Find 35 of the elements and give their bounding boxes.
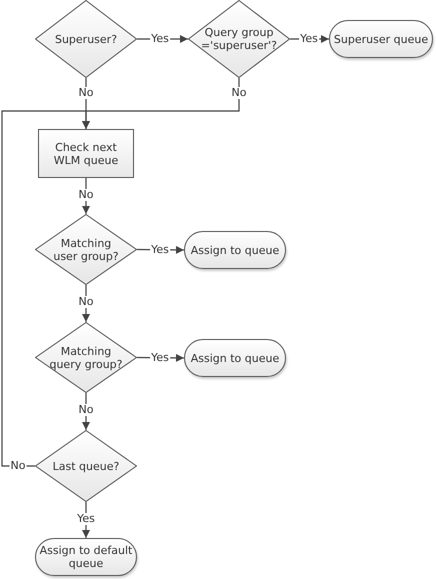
- node-label: Last queue?: [52, 460, 120, 472]
- node-label: Matching query group?: [48, 344, 124, 370]
- edge-label: Yes: [150, 352, 170, 364]
- edge-label: No: [230, 87, 248, 99]
- node-label: Superuser?: [54, 32, 118, 46]
- decision-diamond: [188, 0, 290, 78]
- node-label: Assign to queue: [190, 352, 280, 364]
- edge-label: No: [78, 404, 94, 416]
- arrow: [1, 110, 90, 467]
- node-label: Matching user group?: [52, 236, 120, 262]
- edge-label: No: [10, 460, 26, 472]
- node-label: Assign to default queue: [38, 544, 134, 570]
- terminal-box: [184, 231, 286, 269]
- node-label: Check next WLM queue: [52, 140, 120, 166]
- edge-label: No: [78, 296, 94, 308]
- decision-diamond: [35, 430, 137, 502]
- arrow: [82, 178, 90, 214]
- decision-diamond: [35, 214, 137, 285]
- edge-label: Yes: [150, 244, 170, 256]
- terminal-box: [329, 20, 433, 58]
- edge-label: No: [78, 87, 94, 99]
- decision-diamond: [35, 0, 137, 78]
- edge-label: No: [78, 189, 94, 201]
- arrow: [82, 285, 90, 322]
- arrow: [82, 393, 90, 430]
- edge-label: Yes: [150, 33, 170, 45]
- node-label: Superuser queue: [334, 32, 428, 46]
- edge-label: Yes: [299, 33, 319, 45]
- node-label: Query group ='superuser'?: [200, 26, 278, 52]
- terminal-box: [35, 538, 137, 576]
- process-box: [38, 129, 134, 178]
- decision-diamond: [35, 322, 137, 393]
- node-label: Assign to queue: [190, 244, 280, 256]
- terminal-box: [184, 339, 286, 377]
- edge-label: Yes: [76, 513, 96, 525]
